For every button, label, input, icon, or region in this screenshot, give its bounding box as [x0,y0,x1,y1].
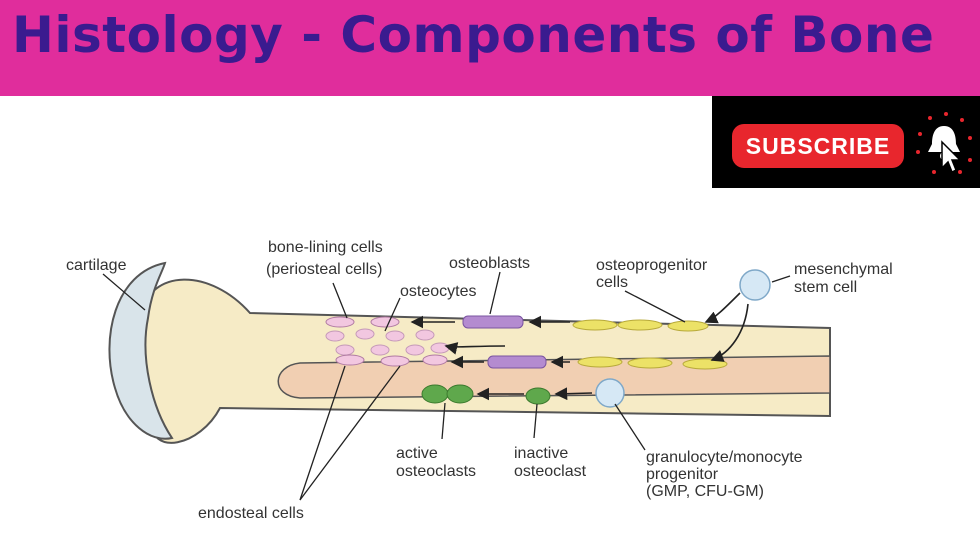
label-mesenchymal: mesenchymal [794,261,893,278]
label-gmp-cfu-gm: (GMP, CFU-GM) [646,483,764,500]
granulocyte-progenitor-cell [595,378,625,408]
label-osteoclast: osteoclast [514,463,587,480]
endosteal-cells [335,354,448,367]
label-progenitor: progenitor [646,466,719,483]
subscribe-panel: SUBSCRIBE [712,96,980,188]
label-granulocyte-monocyte: granulocyte/monocyte [646,449,803,466]
header-banner: Histology - Components of Bone [0,0,980,96]
leader-lines [102,271,791,501]
label-osteocytes: osteocytes [400,283,476,300]
bone-diagram: cartilage bone-lining cells (periosteal … [66,239,893,522]
label-inactive: inactive [514,445,568,462]
label-cartilage: cartilage [66,257,127,274]
label-stem-cell: stem cell [794,279,857,296]
mesenchymal-stem-cell [739,269,771,301]
label-periosteal-cells: (periosteal cells) [266,261,382,278]
label-osteoprogenitor-cells: cells [596,274,628,291]
inactive-osteoclast [525,387,551,405]
label-osteoblasts: osteoblasts [449,255,530,272]
label-bone-lining-cells: bone-lining cells [268,239,383,256]
page-title: Histology - Components of Bone [12,6,935,64]
label-osteoclasts: osteoclasts [396,463,476,480]
label-osteoprogenitor: osteoprogenitor [596,257,708,274]
flow-arrows [410,292,749,401]
bone-lining-cells [325,316,400,328]
osteoblasts [462,315,547,369]
subscribe-button[interactable]: SUBSCRIBE [732,124,904,168]
label-endosteal-cells: endosteal cells [198,505,304,522]
active-osteoclasts [421,384,474,404]
cartilage-cap [108,261,174,440]
label-active: active [396,445,438,462]
bell-cursor-icon[interactable] [912,108,976,180]
